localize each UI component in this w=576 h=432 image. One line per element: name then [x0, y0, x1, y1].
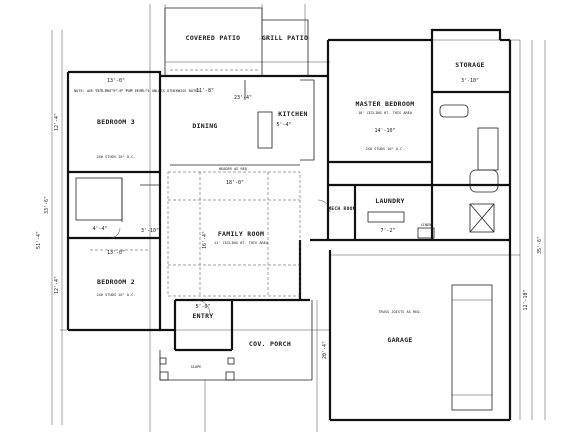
ceiling-note: NOTE: ALL CEILING 9'-0" FOR LEVEL 1 UNLE…	[74, 89, 200, 93]
dim-bedroom3-width: 13'-0"	[107, 78, 125, 84]
room-label-bedroom-3: BEDROOM 3	[97, 118, 135, 126]
dim-bedroom3-depth: 12'-4"	[54, 113, 60, 131]
room-label-garage: GARAGE	[387, 336, 412, 344]
slope-note: SLOPE	[191, 365, 202, 369]
room-label-kitchen: KITCHEN	[278, 110, 308, 118]
dim-entry: 5'-0"	[195, 304, 210, 310]
room-label-cov-porch: COV. PORCH	[249, 340, 291, 348]
room-note-family-ceiling: 11' CEILING HT. THIS AREA	[214, 241, 269, 245]
dim-bath: 4'-4"	[92, 226, 107, 232]
room-label-storage: STORAGE	[455, 61, 485, 69]
dim-family-width: 18'-0"	[226, 180, 244, 186]
dim-bedroom2-depth: 12'-4"	[54, 276, 60, 294]
studs-note-master: 2X6 STUDS 16" O.C.	[366, 147, 405, 151]
dim-master-width: 14'-10"	[374, 128, 395, 134]
room-label-grill-patio: GRILL PATIO	[262, 34, 308, 42]
dim-overall-left: 33'-6"	[44, 196, 50, 214]
dim-laundry-width: 7'-2"	[380, 228, 395, 234]
room-label-linen: LINEN	[421, 223, 432, 227]
truss-joists-note: TRUSS JOISTS AS REQ.	[378, 310, 421, 314]
dimension-labels: 13'-0" 12'-4" 13'-0" 12'-4" 11'-8" 23'-4…	[36, 78, 543, 359]
studs-note-bedroom-3: 2X6 STUDS 16" O.C.	[97, 155, 136, 159]
dim-family-depth: 16'-4"	[202, 231, 208, 249]
dim-dining-width: 11'-8"	[196, 88, 214, 94]
dim-overall-right: 35'-6"	[537, 236, 543, 254]
dim-kitchen-bar: 5'-4"	[276, 122, 291, 128]
dim-overall-left-total: 51'-4"	[36, 231, 42, 249]
studs-note-bedroom-2: 2X6 STUDS 16" O.C.	[97, 293, 136, 297]
dim-garage-depth: 12'-10"	[523, 289, 529, 310]
header-note: HEADER AS REQ.	[219, 167, 249, 171]
room-label-covered-patio: COVERED PATIO	[186, 34, 241, 42]
room-note-master-ceiling: 10' CEILING HT. THIS AREA	[358, 111, 413, 115]
room-label-family-room: FAMILY ROOM	[218, 230, 264, 238]
notes: NOTE: ALL CEILING 9'-0" FOR LEVEL 1 UNLE…	[74, 89, 422, 369]
room-label-dining: DINING	[192, 122, 217, 130]
dim-porch-depth: 20'-4"	[322, 341, 328, 359]
dim-storage: 3'-10"	[461, 78, 479, 84]
dim-hall: 3'-10"	[141, 228, 159, 234]
dim-bedroom2-width: 13'-0"	[107, 250, 125, 256]
room-label-bedroom-2: BEDROOM 2	[97, 278, 135, 286]
dim-kitchen-width: 23'-4"	[234, 95, 252, 101]
room-label-master-bedroom: MASTER BEDROOM	[356, 100, 415, 108]
room-label-entry: ENTRY	[192, 312, 213, 320]
room-label-mech-room: MECH ROOM	[328, 206, 356, 212]
room-labels: COVERED PATIO GRILL PATIO BEDROOM 3 DINI…	[97, 34, 485, 348]
room-label-laundry: LAUNDRY	[375, 197, 405, 205]
walls	[66, 7, 512, 422]
